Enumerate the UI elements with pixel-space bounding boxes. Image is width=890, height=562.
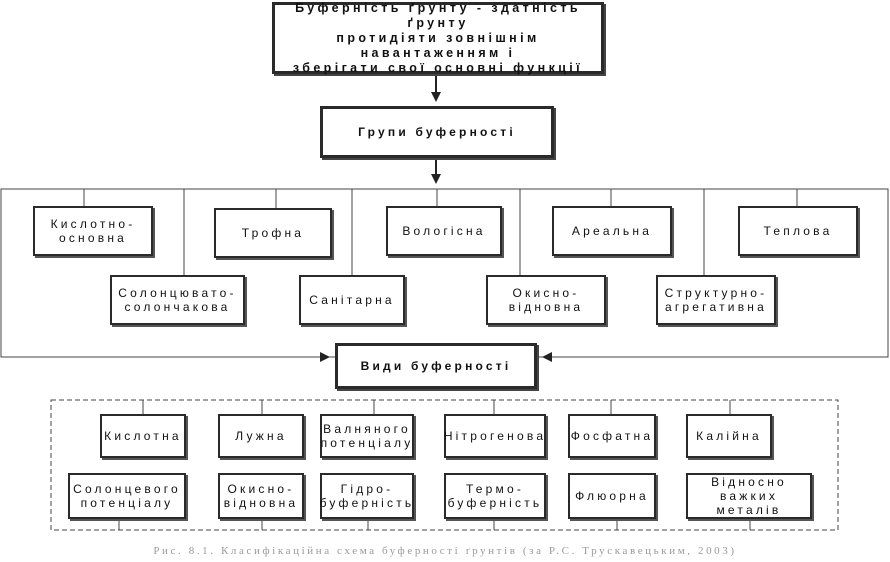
root-definition-box: Буферність ґрунту - здатність ґрунту про…: [272, 1, 604, 75]
types-header-box: Види буферності: [335, 343, 537, 389]
type-box: Гідро- буферність: [320, 473, 414, 519]
type-box: Термо- буферність: [444, 473, 546, 519]
group-box: Солонцювато- солончакова: [110, 275, 245, 325]
group-box: Окисно- відновна: [486, 275, 606, 325]
groups-header-box: Групи буферності: [320, 106, 554, 158]
type-box: Лужна: [218, 414, 304, 458]
group-box: Вологісна: [386, 206, 502, 256]
group-box: Теплова: [738, 206, 858, 256]
group-box: Кислотно- основна: [33, 206, 153, 256]
group-box: Ареальна: [552, 206, 672, 256]
type-box: Калійна: [686, 414, 772, 458]
type-box: Кислотна: [100, 414, 186, 458]
group-box: Структурно- агрегативна: [656, 275, 776, 325]
type-box: Солонцевого потенціалу: [68, 473, 186, 519]
type-box: Фосфатна: [568, 414, 656, 458]
type-box: Окисно- відновна: [218, 473, 304, 519]
group-box: Санітарна: [299, 275, 405, 325]
type-box: Нітрогенова: [444, 414, 546, 458]
type-box: Флюорна: [568, 473, 656, 519]
type-box: Валняного потенціалу: [320, 414, 414, 458]
type-box: Відносно важких металів: [686, 473, 812, 519]
types-frame: [50, 399, 839, 531]
figure-caption: Рис. 8.1. Класифікаційна схема буферност…: [153, 545, 737, 557]
group-box: Трофна: [214, 208, 332, 258]
